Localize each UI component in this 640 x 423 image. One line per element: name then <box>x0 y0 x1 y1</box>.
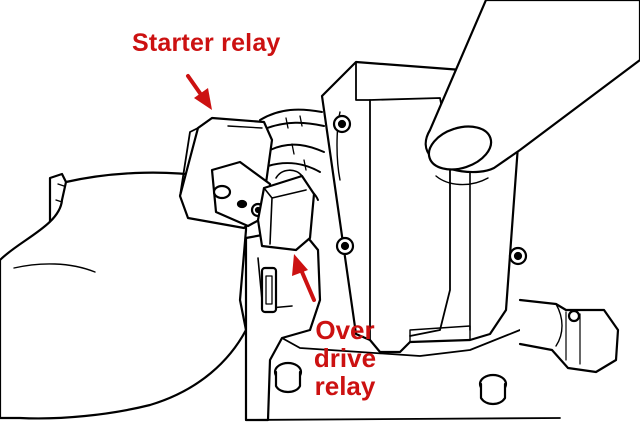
overdrive-label-line-1: Over <box>315 315 375 345</box>
overdrive-label-line-2: drive <box>313 343 377 373</box>
overdrive-relay-label: Over drive relay <box>306 316 384 400</box>
annotation-arrows <box>186 74 316 302</box>
starter-relay-label: Starter relay <box>132 29 281 57</box>
overdrive-label-line-3: relay <box>314 371 376 401</box>
overdrive-relay-arrow <box>292 254 316 302</box>
bottom-bolts <box>273 361 508 406</box>
right-connector <box>518 298 620 374</box>
steering-shaft <box>424 0 640 186</box>
overdrive-relay <box>256 169 316 252</box>
left-mounting-bracket <box>0 171 248 420</box>
starter-relay-arrow <box>186 74 212 110</box>
starter-relay <box>178 116 274 230</box>
